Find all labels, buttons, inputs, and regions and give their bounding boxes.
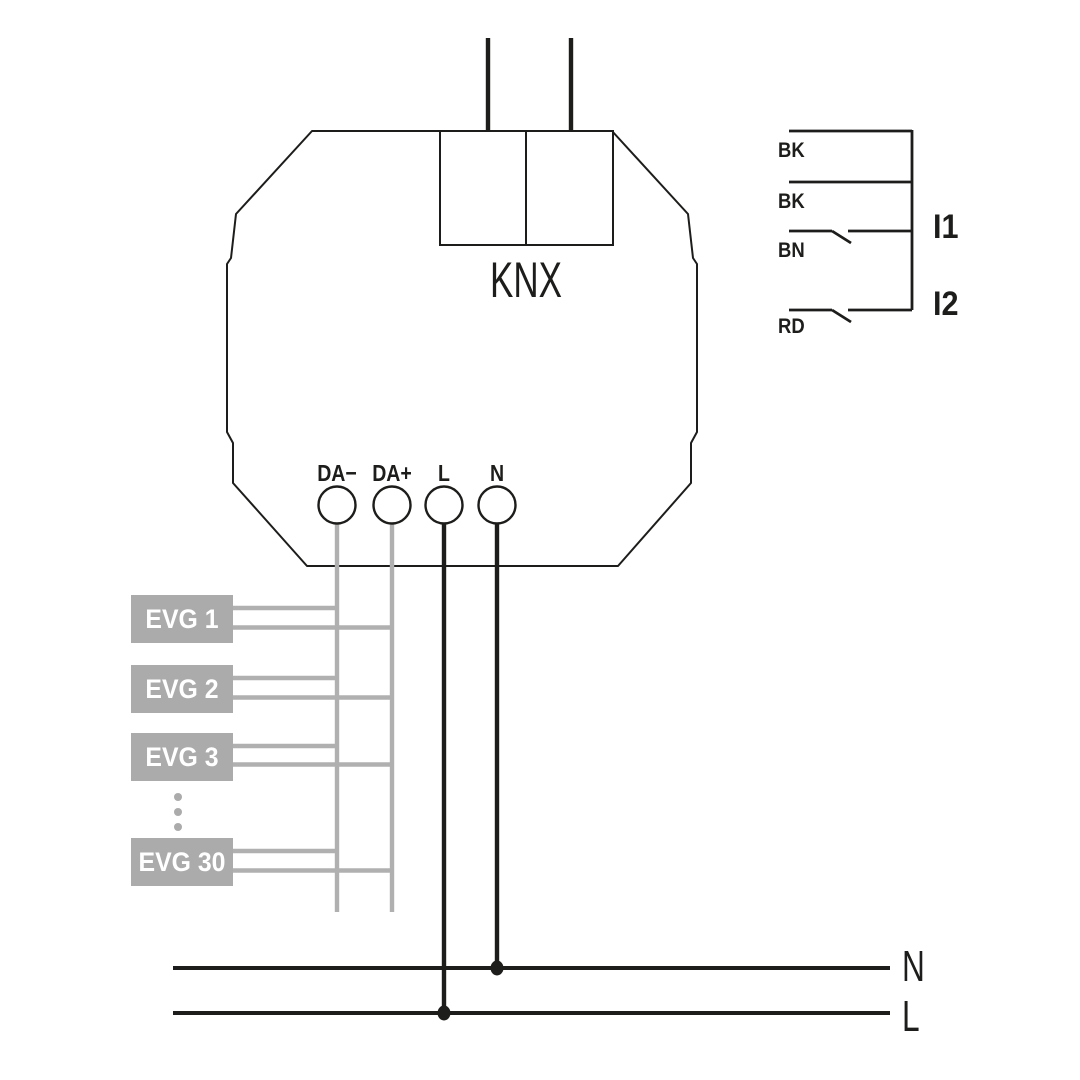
rd-switch-blade: [831, 308, 852, 324]
neutral-junction-dot: [490, 960, 504, 976]
evg1-label: EVG 1: [145, 605, 218, 634]
mains-line-label: L: [902, 992, 920, 1041]
terminal-da-minus: [317, 485, 357, 525]
bus-label: KNX: [490, 253, 562, 309]
ballast-ellipsis-icon: [174, 793, 182, 831]
wire-label-rd: RD: [778, 315, 805, 338]
binary-inputs: BK BK BN RD I1 I2: [778, 129, 959, 338]
line-junction-dot: [437, 1005, 451, 1021]
terminal-neutral-label: N: [490, 461, 504, 487]
evg1-box: [131, 595, 233, 643]
wire-label-bk1: BK: [778, 139, 805, 162]
terminal-line: [424, 485, 464, 525]
ellipsis-dot-1: [174, 793, 182, 801]
wire-label-bn: BN: [778, 239, 805, 262]
channel-label-i1: I1: [933, 208, 959, 246]
evg3-box: [131, 733, 233, 781]
evg2-box: [131, 665, 233, 713]
input-rd-switch: [789, 308, 912, 324]
bus-terminal-block: [439, 130, 614, 246]
terminal-da-minus-label: DA−: [317, 461, 357, 487]
terminal-wires: [334, 521, 500, 1013]
ellipsis-dot-2: [174, 808, 182, 816]
terminal-neutral: [477, 485, 517, 525]
evg30-label: EVG 30: [139, 848, 226, 877]
terminal-da-plus: [372, 485, 412, 525]
wire-label-bk2: BK: [778, 190, 805, 213]
knx-bus-wires: [485, 38, 574, 133]
ellipsis-dot-3: [174, 823, 182, 831]
evg30-box: [131, 838, 233, 886]
terminal-line-label: L: [438, 461, 450, 487]
mains-neutral-label: N: [902, 942, 925, 991]
input-bn-switch: [789, 229, 912, 245]
bn-switch-blade: [831, 229, 852, 245]
terminal-da-plus-label: DA+: [372, 461, 412, 487]
ballasts: EVG 1 EVG 2 EVG 3 EVG 30: [131, 595, 394, 886]
evg3-label: EVG 3: [145, 743, 218, 772]
evg2-label: EVG 2: [145, 675, 218, 704]
output-terminals: DA− DA+ L N: [317, 461, 517, 525]
device-body: KNX: [226, 130, 698, 567]
mains: N L: [173, 942, 925, 1041]
channel-label-i2: I2: [933, 285, 959, 323]
